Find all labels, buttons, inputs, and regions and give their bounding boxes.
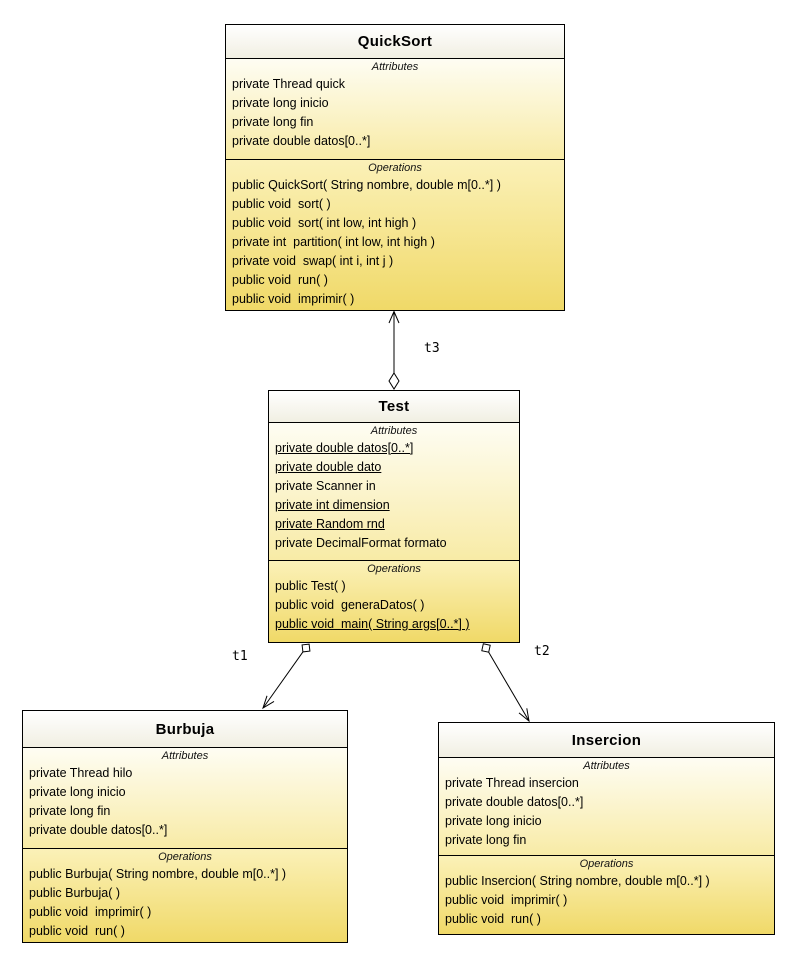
attributes-label: Attributes — [371, 61, 419, 73]
attribute-row: private long inicio — [232, 96, 329, 110]
attribute-row: private Thread quick — [232, 77, 346, 91]
operation-row: public void sort( ) — [232, 197, 331, 211]
operations-section: Operations public QuickSort( String nomb… — [226, 159, 564, 310]
attribute-row: private Thread hilo — [29, 766, 133, 780]
operation-row: public void imprimir( ) — [29, 905, 152, 919]
connector-label-t1[interactable]: t1 — [232, 649, 248, 664]
attributes-label: Attributes — [583, 760, 630, 772]
class-title: Test — [269, 391, 519, 422]
attributes-section: Attributes private Thread insercion priv… — [439, 757, 774, 855]
operation-row: public void run( ) — [445, 912, 541, 926]
attribute-row: private long fin — [29, 804, 111, 818]
attributes-section: Attributes private Thread quick private … — [226, 58, 564, 159]
operation-row: public void generaDatos( ) — [275, 598, 425, 612]
aggregation-diamond-icon — [301, 643, 311, 653]
operation-row: public Burbuja( ) — [29, 886, 121, 900]
arrowhead-icon — [262, 695, 275, 710]
attribute-row: private long fin — [232, 115, 314, 129]
attributes-section: Attributes private Thread hilo private l… — [23, 747, 347, 848]
class-insercion[interactable]: Insercion Attributes private Thread inse… — [438, 722, 775, 935]
operations-label: Operations — [158, 851, 212, 863]
connector-t2[interactable] — [481, 643, 530, 723]
connector-t1[interactable] — [262, 643, 311, 710]
operations-section: Operations public Insercion( String nomb… — [439, 855, 774, 934]
attribute-row: private double datos[0..*] — [445, 795, 584, 809]
operation-row: public void run( ) — [232, 273, 328, 287]
attribute-row: private double datos[0..*] — [275, 441, 414, 455]
operation-row: public void run( ) — [29, 924, 125, 938]
class-test[interactable]: Test Attributes private double datos[0..… — [268, 390, 520, 643]
attribute-row: private long fin — [445, 833, 527, 847]
class-quicksort[interactable]: QuickSort Attributes private Thread quic… — [225, 24, 565, 311]
attribute-row: private long inicio — [445, 814, 542, 828]
aggregation-diamond-icon — [388, 372, 400, 390]
attribute-row: private double datos[0..*] — [232, 134, 371, 148]
operations-label: Operations — [368, 162, 422, 174]
attribute-row: private double dato — [275, 460, 382, 474]
attributes-label: Attributes — [370, 425, 418, 437]
attributes-section: Attributes private double datos[0..*] pr… — [269, 422, 519, 560]
attribute-row: private int dimension — [275, 498, 390, 512]
operation-row: public QuickSort( String nombre, double … — [232, 178, 501, 192]
aggregation-diamond-icon — [481, 643, 491, 653]
operations-section: Operations public Test( ) public void ge… — [269, 560, 519, 642]
attribute-row: private long inicio — [29, 785, 126, 799]
attribute-row: private Random rnd — [275, 517, 385, 531]
operations-section: Operations public Burbuja( String nombre… — [23, 848, 347, 942]
attributes-label: Attributes — [161, 750, 209, 762]
operation-row: private void swap( int i, int j ) — [232, 254, 394, 268]
operation-row: private int partition( int low, int high… — [232, 235, 435, 249]
connector-line[interactable] — [488, 651, 530, 722]
operation-row: public void main( String args[0..*] ) — [275, 617, 470, 631]
operation-row: public void imprimir( ) — [445, 893, 568, 907]
attribute-row: private DecimalFormat formato — [275, 536, 447, 550]
operation-row: public Insercion( String nombre, double … — [445, 874, 710, 888]
operation-row: public void imprimir( ) — [232, 292, 355, 306]
class-title: Insercion — [439, 723, 774, 757]
class-burbuja[interactable]: Burbuja Attributes private Thread hilo p… — [22, 710, 348, 943]
operations-label: Operations — [367, 563, 421, 575]
class-title: Burbuja — [23, 711, 347, 747]
arrowhead-icon — [388, 310, 400, 324]
attribute-row: private Scanner in — [275, 479, 376, 493]
connector-label-t3[interactable]: t3 — [424, 341, 440, 356]
arrowhead-icon — [518, 708, 530, 723]
operation-row: public Burbuja( String nombre, double m[… — [29, 867, 287, 881]
connector-line[interactable] — [263, 651, 304, 708]
attribute-row: private Thread insercion — [445, 776, 579, 790]
operation-row: public void sort( int low, int high ) — [232, 216, 417, 230]
attribute-row: private double datos[0..*] — [29, 823, 168, 837]
operations-label: Operations — [579, 858, 634, 870]
operation-row: public Test( ) — [275, 579, 346, 593]
connector-t3[interactable] — [388, 310, 400, 390]
class-title: QuickSort — [226, 25, 564, 58]
connector-label-t2[interactable]: t2 — [534, 644, 550, 659]
